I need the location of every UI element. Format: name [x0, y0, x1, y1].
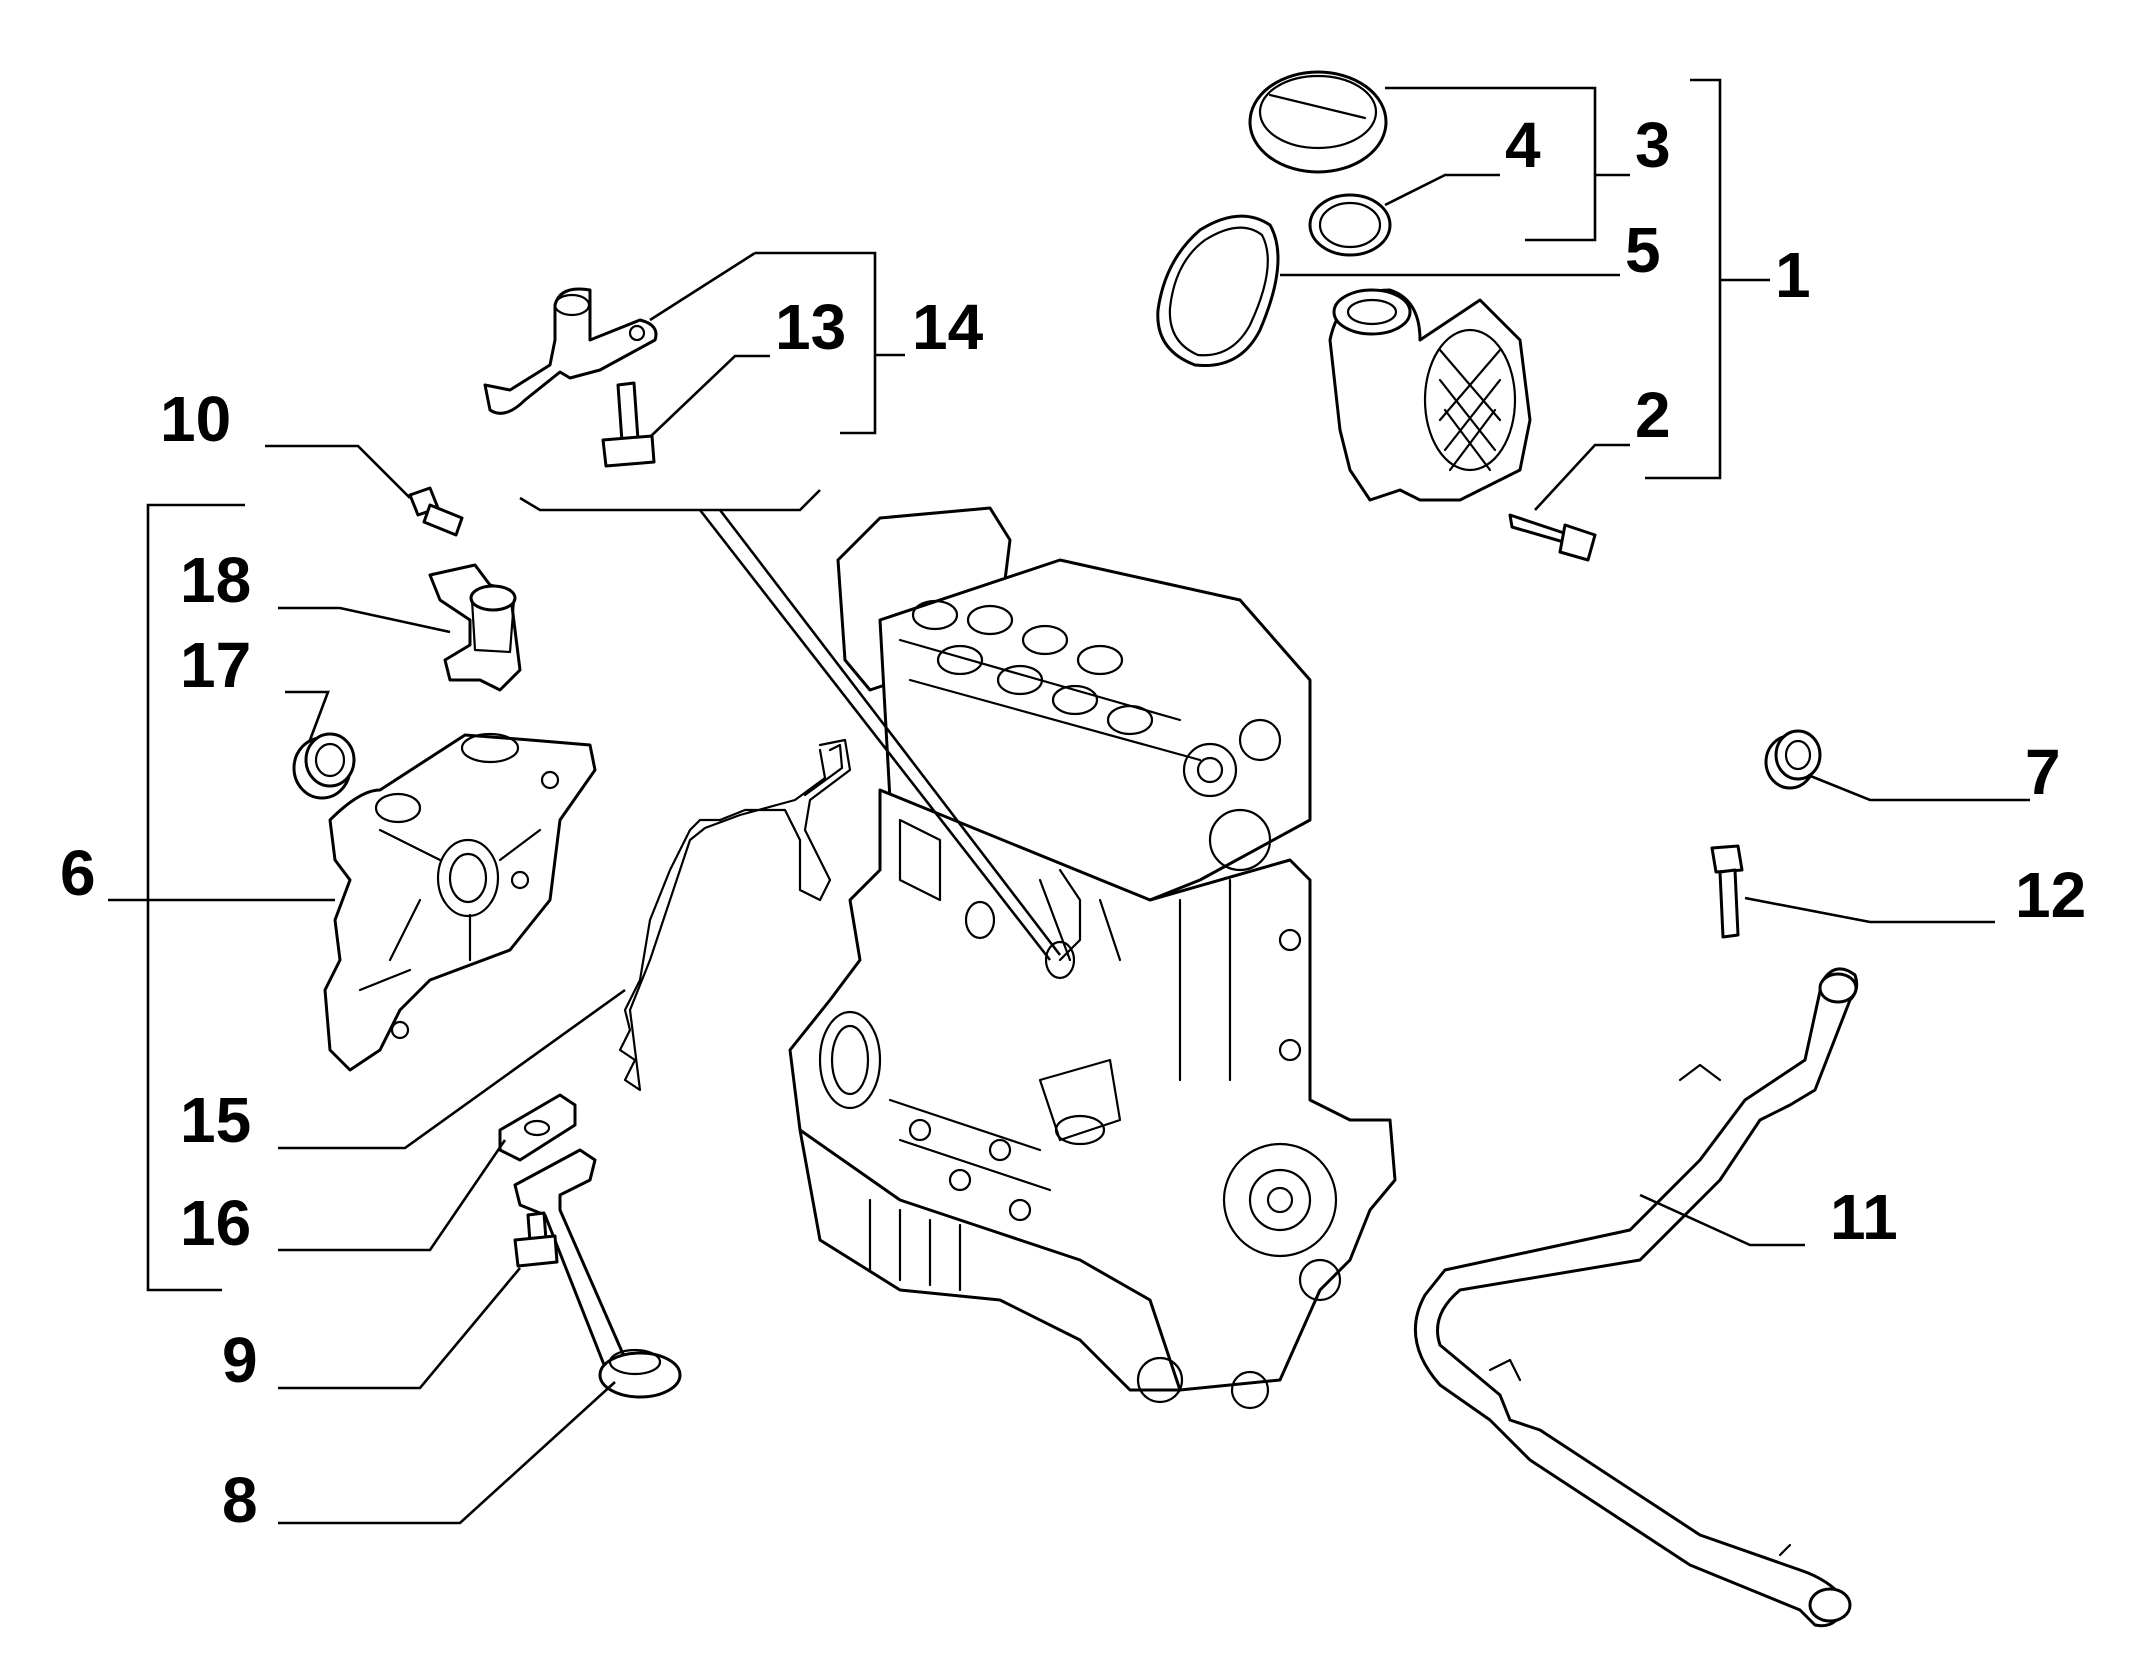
callout-14: 14 [912, 291, 984, 363]
oil-filler-cap [1248, 70, 1388, 174]
pickup-gasket [498, 1093, 577, 1162]
cap-seal-ring [1308, 193, 1392, 257]
cover-gasket [618, 738, 852, 1092]
oil-seal [292, 732, 356, 800]
coolant-pipe [1413, 967, 1859, 1628]
cup-plug [1764, 729, 1822, 790]
callout-10: 10 [160, 383, 231, 455]
engine-block [788, 506, 1397, 1410]
sensor-valve [428, 563, 522, 692]
callout-2: 2 [1635, 379, 1671, 451]
callout-9: 9 [222, 1324, 258, 1396]
mounting-bracket [483, 287, 658, 415]
housing-gasket [1156, 214, 1280, 368]
small-bolt [408, 486, 464, 537]
bracket-bolt [601, 381, 656, 468]
housing-bolt [1508, 513, 1597, 562]
leader-lines [108, 78, 2030, 1525]
callout-1: 1 [1775, 239, 1811, 311]
callout-6: 6 [60, 837, 96, 909]
flange-bolt [1710, 844, 1744, 939]
callout-8: 8 [222, 1464, 258, 1536]
callout-18: 18 [180, 544, 251, 616]
callout-15: 15 [180, 1084, 251, 1156]
callout-13: 13 [775, 291, 846, 363]
callout-numbers: 1 2 3 4 5 6 7 8 9 10 11 12 13 14 15 16 1… [60, 109, 2086, 1536]
callout-7: 7 [2025, 736, 2061, 808]
callout-12: 12 [2015, 859, 2086, 931]
callout-3: 3 [1635, 109, 1671, 181]
callout-4: 4 [1505, 109, 1541, 181]
callout-17: 17 [180, 629, 251, 701]
callout-11: 11 [1830, 1181, 1898, 1253]
pickup-bolt [513, 1211, 559, 1268]
callout-16: 16 [180, 1187, 251, 1259]
timing-cover [323, 732, 597, 1072]
callout-5: 5 [1625, 214, 1661, 286]
oil-pickup-tube [513, 1148, 682, 1399]
thermostat-housing [1328, 288, 1532, 502]
